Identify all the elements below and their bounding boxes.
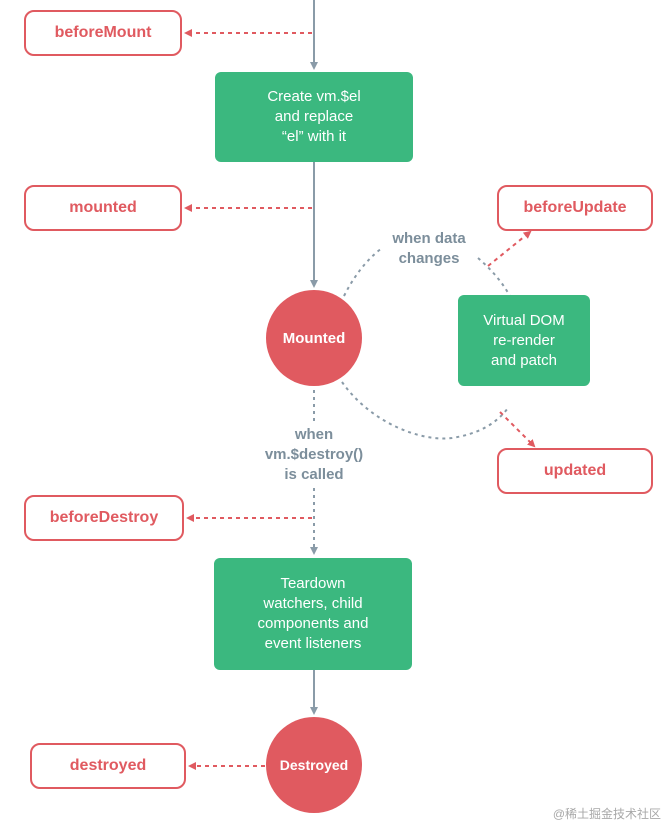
hook-updated: updated — [497, 448, 653, 494]
state-destroyed: Destroyed — [266, 717, 362, 813]
action-teardown: Teardown watchers, child components and … — [214, 558, 412, 670]
state-mounted: Mounted — [266, 290, 362, 386]
hook-before-update: beforeUpdate — [497, 185, 653, 231]
action-create-el-line-2: and replace — [274, 108, 354, 125]
hook-before-mount: beforeMount — [24, 10, 182, 56]
update-loop-arc-top — [343, 247, 383, 297]
note-destroy-called-line-1: when — [294, 426, 334, 443]
arrow-before-update — [487, 230, 532, 267]
note-data-changes-line-2: changes — [398, 250, 460, 267]
note-data-changes: when data changes — [374, 229, 484, 269]
action-virtual-dom-line-3: and patch — [491, 351, 557, 369]
note-data-changes-line-1: when data — [392, 230, 466, 247]
hook-mounted: mounted — [24, 185, 182, 231]
watermark: @稀土掘金技术社区 — [552, 807, 661, 821]
note-destroy-called-line-2: vm.$destroy() — [264, 446, 364, 463]
note-destroy-called-line-3: is called — [284, 466, 344, 483]
action-virtual-dom-line-1: Virtual DOM — [483, 311, 565, 329]
action-teardown-line-4: event listeners — [264, 635, 362, 652]
hook-before-destroy: beforeDestroy — [24, 495, 184, 541]
arrow-updated — [499, 411, 536, 448]
update-loop-arc-bottom — [341, 381, 509, 440]
action-virtual-dom-line-2: re-render — [493, 331, 555, 349]
note-destroy-called: when vm.$destroy() is called — [244, 425, 384, 485]
action-create-el-line-1: Create vm.$el — [267, 88, 361, 105]
action-teardown-line-2: watchers, child — [263, 595, 363, 612]
hook-destroyed: destroyed — [30, 743, 186, 789]
action-virtual-dom: Virtual DOM re-render and patch — [458, 295, 590, 386]
action-create-el: Create vm.$el and replace “el” with it — [215, 72, 413, 162]
action-teardown-line-3: components and — [257, 615, 369, 632]
action-teardown-line-1: Teardown — [280, 575, 346, 592]
action-create-el-line-3: “el” with it — [281, 128, 347, 145]
